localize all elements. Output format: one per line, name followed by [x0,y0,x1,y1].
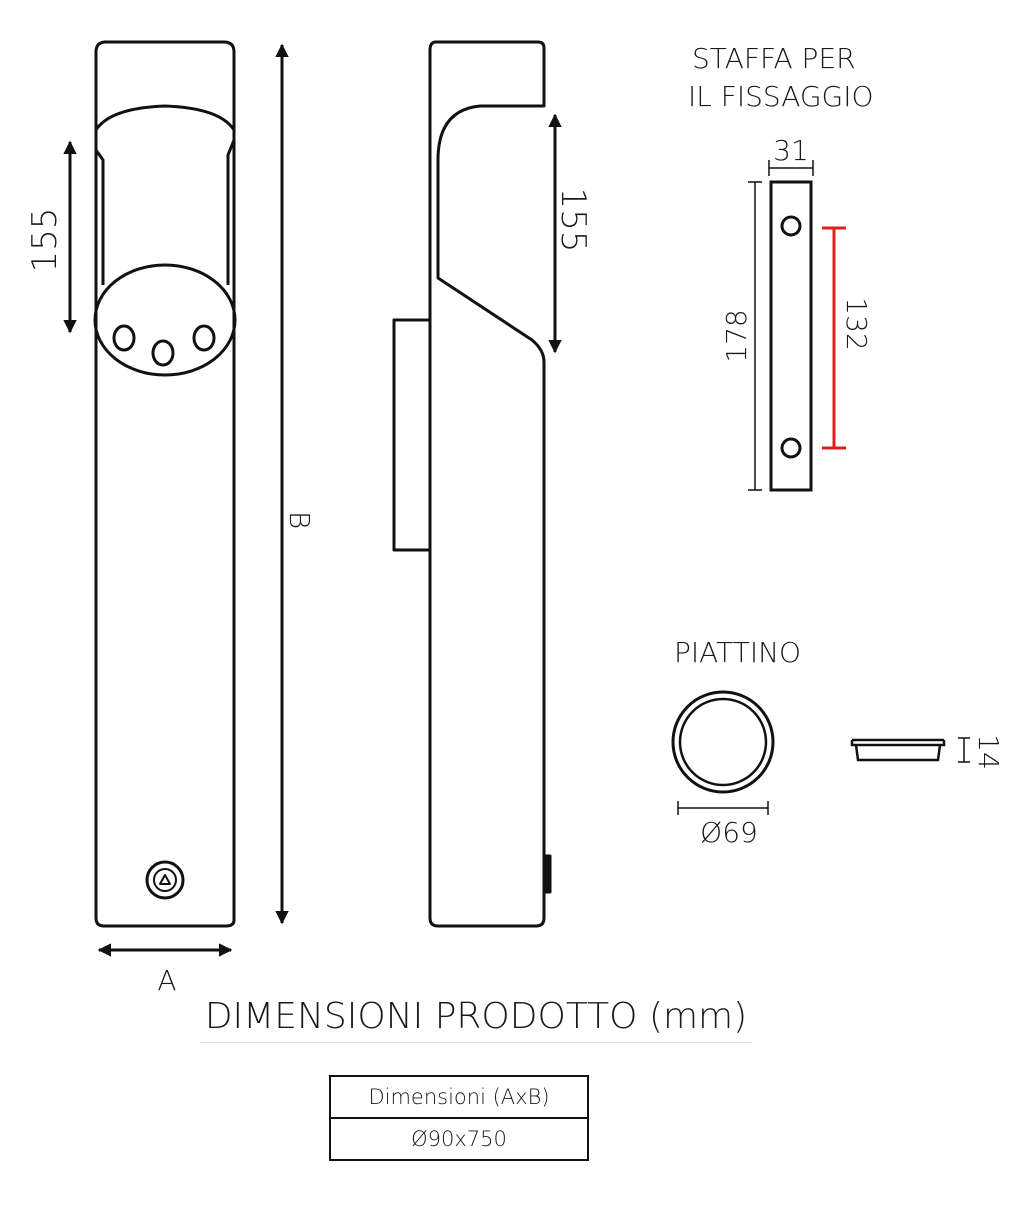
plate-height-dimension [958,737,970,763]
dimensions-table: Dimensioni (AxB) Ø90x750 [329,1075,589,1161]
bracket-hole-bottom [780,437,802,459]
plate-inner-ring [678,697,768,787]
bracket-title-line1: STAFFA PER [692,42,856,75]
front-dim-155-label: 155 [25,208,65,273]
side-view-body-outline [428,40,546,928]
side-dim-155-label: 155 [553,188,593,253]
bracket-drawing [769,180,813,492]
page-title: DIMENSIONI PRODOTTO (mm) [204,996,748,1037]
front-view-button-triangle-icon [159,874,171,885]
bracket-holes-dimension [822,226,846,450]
plate-title: PIATTINO [674,636,801,669]
plate-dim-height-label: 14 [972,734,1005,770]
plate-top-view [671,690,775,794]
front-view-collar-curve [94,104,236,131]
plate-diameter-dimension [677,801,769,815]
bracket-plate [769,180,813,492]
title-underline [200,1042,752,1043]
bracket-dim-178-label: 178 [720,309,753,362]
front-view-body-outline [94,40,236,928]
bracket-hole-top [780,215,802,237]
front-view-button-inner [153,868,177,892]
front-dim-a-label: A [157,964,176,997]
table-header-cell: Dimensioni (AxB) [329,1075,589,1119]
front-view [93,40,237,928]
front-view-hole-left [112,324,136,352]
plate-side-view [850,738,946,762]
bracket-dim-132-label: 132 [840,297,873,350]
side-view-wall-bracket [392,318,432,552]
plate-side-profile [850,738,946,762]
front-dim-b-label: B [283,511,316,529]
bracket-title-line2: IL FISSAGGIO [688,80,874,113]
bracket-dim-31-label: 31 [773,134,809,167]
table-value-cell: Ø90x750 [329,1117,589,1161]
front-view-button-outer [145,860,185,900]
front-view-hole-right [192,324,216,352]
side-view [392,40,552,928]
side-view-rear-tab [542,854,552,894]
front-view-dimensions [63,43,289,957]
bracket-dimensions [748,160,814,491]
table-row: Dimensioni (AxB) [329,1075,589,1119]
front-view-hole-center [151,339,175,367]
table-row: Ø90x750 [329,1117,589,1161]
plate-dim-diameter-label: Ø69 [700,816,758,849]
plate-outer-ring [671,690,775,794]
front-view-head-ellipse [93,263,237,377]
